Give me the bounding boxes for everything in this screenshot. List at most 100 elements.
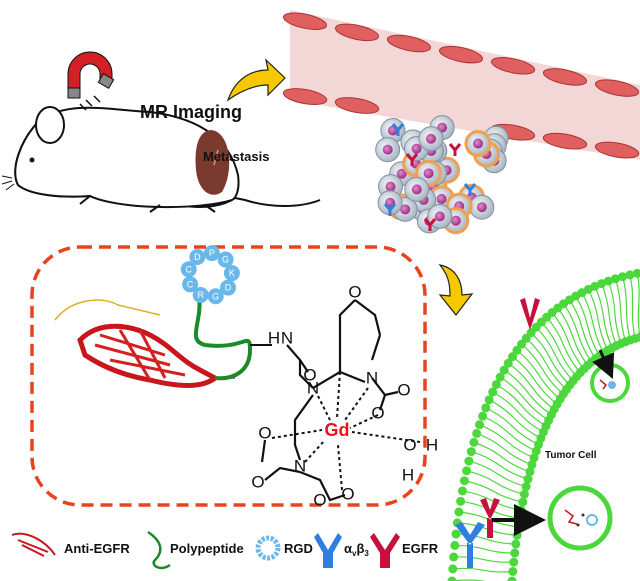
atom-label: O — [303, 366, 316, 385]
tumor-cell-label: Tumor Cell — [545, 450, 597, 461]
atom-label: H — [426, 436, 438, 455]
lipid-head — [478, 411, 488, 421]
atom-label: O — [403, 436, 416, 455]
endothelial-cell — [490, 57, 536, 75]
endothelial-cell — [542, 132, 588, 150]
egfr-receptor-icon — [520, 298, 540, 330]
atom-label: O — [258, 424, 271, 443]
endothelial-cell — [334, 23, 380, 42]
atom-label: N — [281, 329, 293, 348]
receptor-icon — [405, 153, 419, 166]
tumor-cell-nucleus — [434, 211, 445, 222]
legend: Anti-EGFR Polypeptide RGD αvβ3 EGFR — [11, 530, 439, 570]
lipid-tail — [453, 556, 514, 563]
tumor-cell-nucleus — [472, 138, 483, 149]
mouse-eye — [29, 157, 35, 163]
lipid-tail — [466, 470, 525, 495]
lipid-head — [499, 365, 509, 375]
endothelial-cell — [386, 34, 432, 53]
lipid-head — [454, 507, 464, 517]
lipid-head — [603, 276, 613, 286]
legend-egfr: EGFR — [402, 541, 439, 556]
peptide-residue-label: C — [185, 264, 192, 274]
tumor-cell-nucleus — [400, 204, 411, 215]
gd-chelate-structure: N H O O N N N O O Gd O O O H H O O — [251, 283, 438, 510]
endothelial-cell — [282, 12, 328, 30]
lipid-head — [484, 395, 494, 405]
lipid-head — [503, 358, 513, 368]
lipid-tail — [473, 441, 531, 473]
lipid-head — [625, 270, 635, 280]
lipid-head — [507, 576, 517, 581]
lipid-head — [466, 447, 476, 457]
lipid-head — [488, 387, 498, 397]
legend-egfr-icon — [370, 533, 400, 568]
yellow-arrow-icon — [226, 58, 286, 102]
lipid-head — [516, 505, 526, 515]
lipid-head — [632, 268, 640, 278]
receptor-icon — [463, 183, 477, 196]
lipid-tail — [636, 273, 640, 338]
legend-integrin: αvβ3 — [344, 541, 369, 558]
peptide-residue — [217, 251, 234, 268]
peptide-residue — [223, 265, 240, 282]
lipid-head — [449, 552, 459, 562]
lipid-head — [509, 557, 519, 567]
atom-label: O — [348, 283, 361, 302]
peptide-residue — [203, 245, 220, 262]
tumor-cell-nucleus — [382, 144, 393, 155]
integrin-receptor-icon — [455, 522, 485, 568]
lipid-tail — [546, 316, 581, 373]
lipid-head — [472, 428, 482, 438]
legend-rgd-icon — [255, 535, 281, 561]
lipid-tail — [563, 303, 593, 363]
peptide-residue-label: K — [229, 268, 235, 278]
tumor-cell-nucleus — [411, 143, 422, 154]
legend-polypeptide: Polypeptide — [170, 541, 244, 556]
peptide-residue — [192, 286, 209, 303]
lipid-tail — [530, 332, 571, 386]
atom-label: N — [307, 379, 319, 398]
receptor-icon — [448, 143, 462, 156]
lipid-head — [518, 497, 528, 507]
tumor-cell-nucleus — [450, 215, 461, 226]
lipid-head — [513, 522, 523, 532]
endothelial-cell — [594, 141, 640, 159]
polypeptide-linker — [193, 289, 253, 381]
lipid-tail — [464, 480, 523, 503]
lipid-head — [523, 474, 533, 484]
lipid-head — [491, 379, 501, 389]
metastasis-label: Metastasis — [203, 149, 269, 164]
legend-polypeptide-icon — [147, 530, 171, 570]
lipid-tail — [512, 356, 558, 405]
magnet-icon — [67, 51, 115, 111]
lipid-head — [457, 486, 467, 496]
lipid-tail — [476, 432, 533, 466]
peptide-residue-label: C — [187, 279, 194, 289]
peptide-residue-label: P — [209, 248, 215, 258]
lipid-tail — [479, 424, 535, 459]
lipid-tail — [601, 283, 618, 346]
lipid-head — [618, 272, 628, 282]
lipid-tail — [454, 544, 515, 554]
tumor-cell-nucleus — [436, 193, 447, 204]
cell-membrane — [447, 268, 640, 581]
lipid-tail — [516, 349, 561, 400]
lipid-tail — [451, 579, 512, 581]
peptide-residue-label: D — [225, 283, 232, 293]
legend-anti-egfr: Anti-EGFR — [64, 541, 130, 556]
tumor-cell-nucleus — [385, 181, 396, 192]
lipid-head — [451, 529, 461, 539]
receptor-icon — [391, 123, 405, 136]
atom-label: O — [371, 404, 384, 423]
tumor-cell-nucleus — [423, 168, 434, 179]
lipid-head — [475, 420, 485, 430]
peptide-residue — [182, 276, 199, 293]
anti-egfr-protein — [54, 299, 236, 388]
tumor-cell-nucleus — [476, 202, 487, 213]
lipid-tail — [488, 399, 542, 439]
lipid-tail — [614, 278, 627, 342]
lipid-head — [448, 564, 458, 574]
lipid-head — [512, 530, 522, 540]
